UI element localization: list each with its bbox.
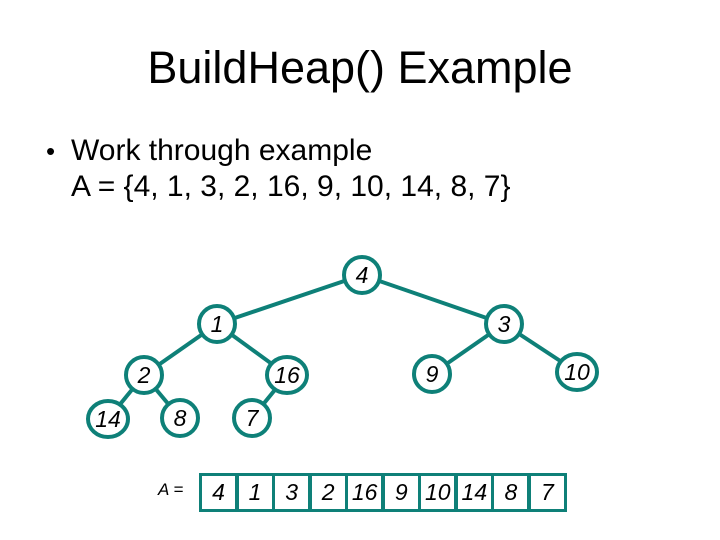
array-label: A =	[158, 480, 184, 499]
bullet-icon: •	[46, 136, 56, 166]
tree-node-label: 3	[498, 311, 511, 337]
bullet-text: Work through example A = {4, 1, 3, 2, 16…	[71, 133, 511, 205]
array-cell: 9	[384, 476, 418, 509]
array-cell: 10	[421, 476, 455, 509]
bullet-line-2: A = {4, 1, 3, 2, 16, 9, 10, 14, 8, 7}	[71, 170, 511, 203]
tree-edge-4-3	[361, 273, 505, 326]
tree-node-label: 10	[564, 359, 590, 385]
array-cell: 16	[348, 476, 382, 509]
array-cell: 7	[530, 476, 564, 509]
bullet-line-1: Work through example	[71, 134, 373, 167]
tree-node-3	[484, 304, 524, 344]
array-cell: 4	[202, 476, 235, 509]
tree-node-16	[265, 355, 309, 395]
array-cell: 8	[494, 476, 528, 509]
tree-node-10	[555, 352, 599, 392]
array-cell: 3	[275, 476, 309, 509]
array-cell: 14	[457, 476, 491, 509]
tree-node-label: 16	[274, 362, 300, 388]
array-cell: 2	[311, 476, 345, 509]
tree-node-label: 1	[211, 311, 224, 337]
tree-node-label: 8	[174, 405, 187, 431]
array-cell: 1	[238, 476, 272, 509]
tree-node-9	[412, 354, 452, 394]
tree-node-1	[197, 304, 237, 344]
tree-node-label: 7	[246, 405, 260, 431]
tree-node-7	[232, 398, 272, 438]
heap-array: 4 1 3 2 16 9 10 14 8 7	[199, 473, 567, 512]
tree-node-8	[160, 398, 200, 438]
bullet-item: • Work through example A = {4, 1, 3, 2, …	[46, 133, 511, 205]
tree-node-14	[86, 399, 130, 439]
page-title: BuildHeap() Example	[147, 42, 573, 93]
tree-node-label: 14	[95, 406, 121, 432]
tree-node-4	[342, 255, 382, 295]
tree-node-label: 4	[356, 262, 369, 288]
tree-node-2	[124, 355, 164, 395]
tree-node-label: 2	[137, 362, 151, 388]
tree-edge-4-1	[216, 273, 363, 326]
tree-node-label: 9	[426, 361, 439, 387]
